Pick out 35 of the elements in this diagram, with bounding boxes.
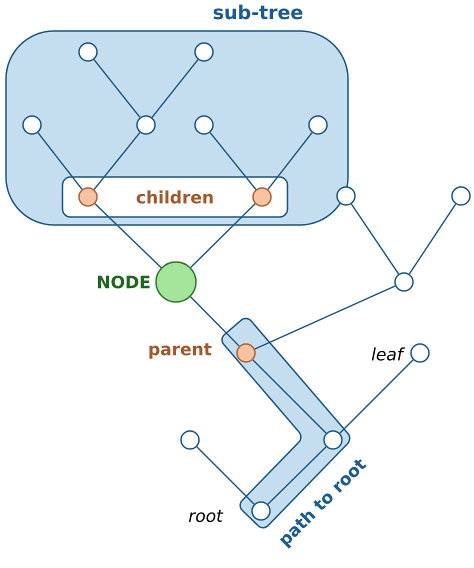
- tree-edge: [267, 132, 313, 190]
- tree-edge: [267, 446, 327, 505]
- tree-node: [78, 42, 98, 62]
- node-label: NODE: [98, 276, 150, 288]
- tree-edge: [94, 132, 140, 190]
- tree-edge: [196, 446, 255, 505]
- tree-edge: [210, 132, 256, 190]
- tree-node: [78, 187, 98, 207]
- tree-edge: [339, 359, 414, 434]
- tree-edge: [254, 285, 396, 350]
- tree-edge: [190, 203, 256, 268]
- tree-node: [252, 187, 272, 207]
- children-box: children: [62, 176, 288, 218]
- tree-node: [451, 186, 471, 206]
- tree-edge: [94, 203, 162, 268]
- tree-node: [336, 186, 356, 206]
- tree-node: [136, 115, 156, 135]
- tree-node: [394, 272, 414, 292]
- node-label: parent: [149, 343, 212, 359]
- tree-node: [323, 430, 343, 450]
- tree-edge: [152, 59, 198, 118]
- tree-edge: [94, 59, 140, 118]
- tree-node: [180, 430, 200, 450]
- tree-node: [194, 115, 214, 135]
- region-heading: sub-tree: [214, 4, 302, 20]
- node-label: root: [188, 510, 224, 522]
- tree-node: [194, 42, 214, 62]
- tree-edge: [190, 296, 240, 347]
- tree-edge: [408, 204, 456, 274]
- tree-node: [308, 115, 328, 135]
- tree-edge: [350, 204, 400, 274]
- node-label: leaf: [372, 347, 405, 361]
- tree-edge: [37, 132, 83, 190]
- tree-edge: [252, 359, 327, 434]
- tree-node: [22, 115, 42, 135]
